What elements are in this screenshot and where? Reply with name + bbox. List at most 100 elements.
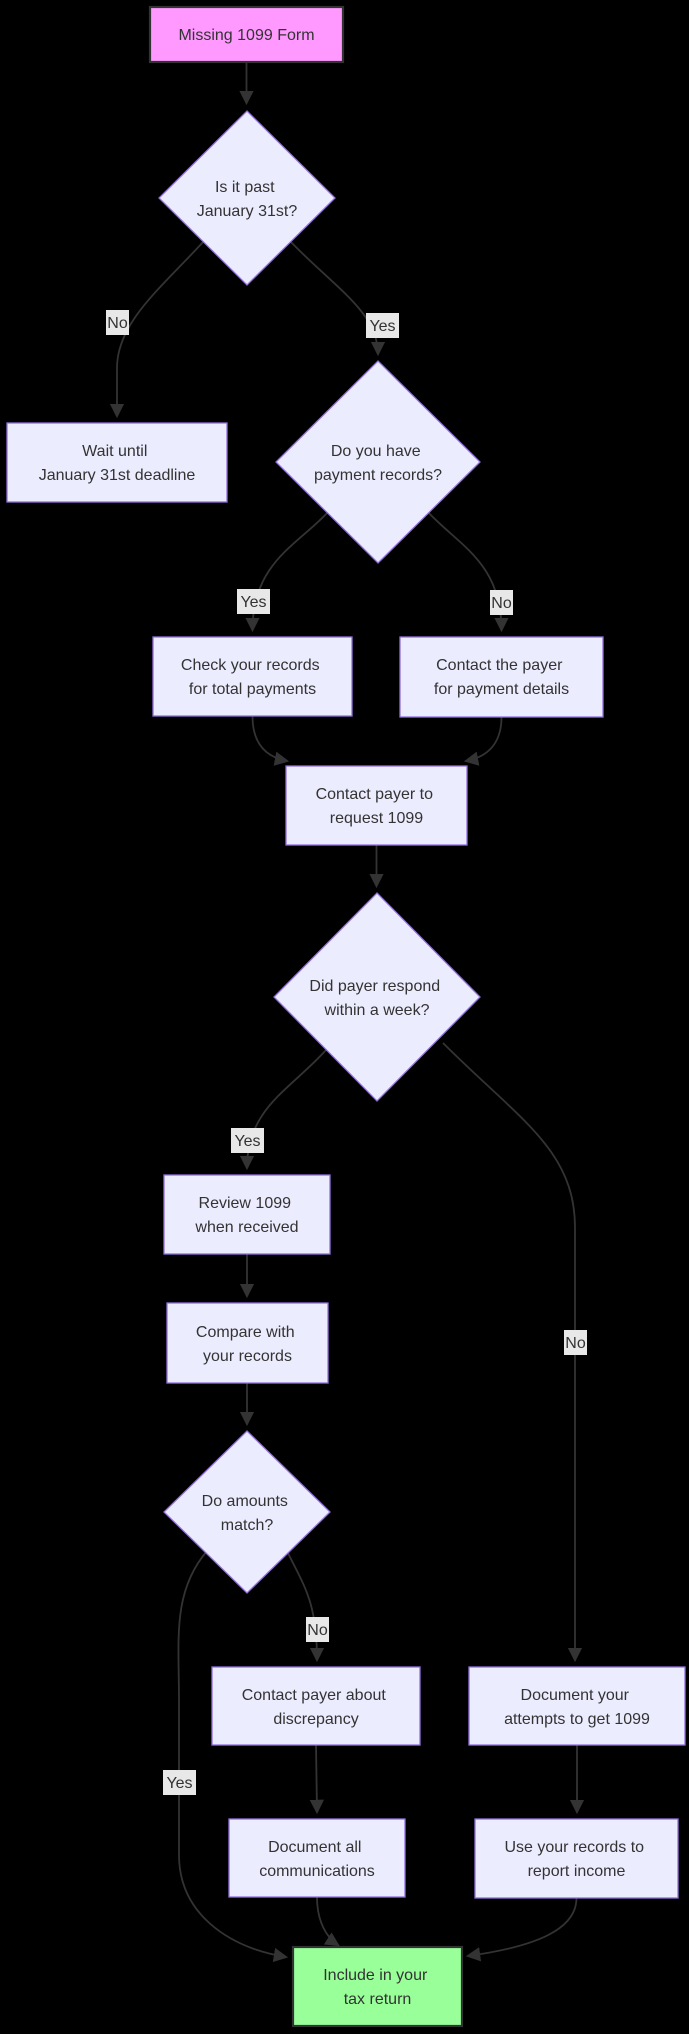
node-wait-until-deadline: Wait until January 31st deadline: [6, 422, 228, 503]
decision-label-line: January 31st?: [197, 203, 298, 220]
edge-discrepancy-to-document-all: [309, 1744, 325, 1815]
node-label: Review 1099 when received: [194, 1195, 298, 1236]
node-shape: [399, 636, 604, 718]
node-label: Use your records to report income: [504, 1839, 648, 1880]
decision-label-line: payment records?: [314, 467, 442, 484]
decision-label: Is it past January 31st?: [197, 179, 298, 220]
node-label-line: for payment details: [434, 681, 569, 698]
decision-label-line: Do you have: [331, 443, 421, 460]
node-shape: [152, 636, 353, 717]
node-label-line: report income: [528, 1863, 626, 1880]
node-label-line: Compare with: [196, 1324, 295, 1341]
node-compare-records: Compare with your records: [166, 1302, 329, 1384]
decision-label: Do amounts match?: [202, 1493, 293, 1534]
edge-label-text: No: [491, 595, 512, 612]
node-contact-payer-discrepancy: Contact payer about discrepancy: [211, 1666, 421, 1746]
edge-label-yes-have-records: Yes: [237, 589, 270, 614]
nodes: Missing 1099 Form Is it past January 31s…: [6, 5, 686, 2028]
node-shape: [166, 1302, 329, 1384]
edge-label-bg: [564, 1330, 587, 1355]
edge-use-records-to-include: [465, 1897, 578, 1962]
node-label: Contact the payer for payment details: [434, 657, 569, 698]
node-shape: [285, 765, 468, 846]
decision-label-line: within a week?: [324, 1002, 430, 1019]
start-node-label-line: Missing 1099 Form: [178, 27, 314, 44]
edge-label-no-payer-respond: No: [564, 1330, 587, 1355]
end-node-shape: [291, 1945, 464, 2028]
node-label-line: Contact payer about: [242, 1687, 387, 1704]
node-shape: [228, 1818, 406, 1898]
edge-label-no-amounts-match: No: [306, 1617, 329, 1642]
edge-payer-respond-no-to-attempts: [442, 1042, 583, 1663]
edge-label-text: Yes: [166, 1775, 192, 1792]
decision-label-line: Is it past: [215, 179, 275, 196]
node-label: Contact payer about discrepancy: [242, 1687, 391, 1728]
node-shape: [211, 1666, 421, 1746]
edge-label-text: No: [307, 1622, 328, 1639]
node-label-line: discrepancy: [273, 1711, 358, 1728]
decision-have-payment-records: Do you have payment records?: [275, 360, 481, 564]
edge-label-text: Yes: [369, 318, 395, 335]
decision-label-line: match?: [221, 1517, 274, 1534]
node-label-line: communications: [259, 1863, 375, 1880]
decision-shape: [275, 360, 481, 564]
edge-label-text: No: [107, 315, 128, 332]
node-contact-payer-request-1099: Contact payer to request 1099: [285, 765, 468, 846]
end-node-label-line: Include in your: [323, 1967, 428, 1984]
node-label-line: request 1099: [330, 810, 424, 827]
node-shape: [474, 1818, 679, 1899]
node-label: Document all communications: [259, 1839, 375, 1880]
node-label: Contact payer to request 1099: [316, 786, 438, 827]
edge-label-bg: [106, 310, 129, 335]
node-document-all-communications: Document all communications: [228, 1818, 406, 1898]
decision-shape: [163, 1430, 331, 1594]
node-label-line: for total payments: [189, 681, 316, 698]
node-label: Wait until January 31st deadline: [39, 443, 196, 484]
node-label-line: Contact payer to: [316, 786, 434, 803]
edge-label-bg: [237, 589, 270, 614]
node-missing-1099-form: Missing 1099 Form: [148, 5, 345, 64]
node-label: Compare with your records: [196, 1324, 299, 1365]
decision-payer-respond-week: Did payer respond within a week?: [273, 892, 481, 1102]
edge-amounts-match-no-to-discrepancy: [287, 1552, 325, 1663]
edge-label-no-past-deadline: No: [106, 310, 129, 335]
decision-shape: [273, 892, 481, 1102]
decision-label: Do you have payment records?: [314, 443, 442, 484]
edge-label-no-have-records: No: [490, 590, 513, 615]
edge-label-bg: [490, 590, 513, 615]
node-label-line: January 31st deadline: [39, 467, 196, 484]
node-label: Check your records for total payments: [181, 657, 324, 698]
decision-label-line: Do amounts: [202, 1493, 288, 1510]
node-label-line: Document all: [268, 1839, 361, 1856]
node-shape: [163, 1174, 331, 1255]
edge-label-bg: [366, 313, 399, 338]
edge-label-yes-amounts-match: Yes: [163, 1770, 196, 1795]
end-node-label-line: tax return: [344, 1991, 412, 2008]
edge-label-bg: [231, 1128, 264, 1153]
node-label-line: your records: [203, 1348, 292, 1365]
edge-amounts-match-yes-to-include: [177, 1550, 289, 1963]
node-use-records-report-income: Use your records to report income: [474, 1818, 679, 1899]
edge-label-yes-past-deadline: Yes: [366, 313, 399, 338]
start-node-label: Missing 1099 Form: [178, 27, 314, 44]
node-label-line: Use your records to: [504, 1839, 644, 1856]
node-shape: [6, 422, 228, 503]
edge-check-to-request: [251, 715, 290, 766]
node-contact-payer-details: Contact the payer for payment details: [399, 636, 604, 718]
decision-past-january-31st: Is it past January 31st?: [158, 110, 336, 286]
node-label-line: attempts to get 1099: [504, 1711, 650, 1728]
start-node-shape: [148, 5, 345, 64]
edge-label-text: Yes: [234, 1133, 260, 1150]
edge-contact-details-to-request: [463, 716, 503, 766]
node-label-line: Wait until: [82, 443, 147, 460]
edge-label-yes-payer-respond: Yes: [231, 1128, 264, 1153]
edge-label-text: Yes: [240, 594, 266, 611]
edge-document-all-to-include: [316, 1896, 340, 1947]
edge-past-deadline-yes-to-have-records: [289, 240, 386, 357]
edges: [109, 62, 585, 1963]
node-label-line: Review 1099: [199, 1195, 292, 1212]
node-document-attempts: Document your attempts to get 1099: [468, 1666, 686, 1746]
node-label: Document your attempts to get 1099: [504, 1687, 650, 1728]
edge-label-bg: [163, 1770, 196, 1795]
